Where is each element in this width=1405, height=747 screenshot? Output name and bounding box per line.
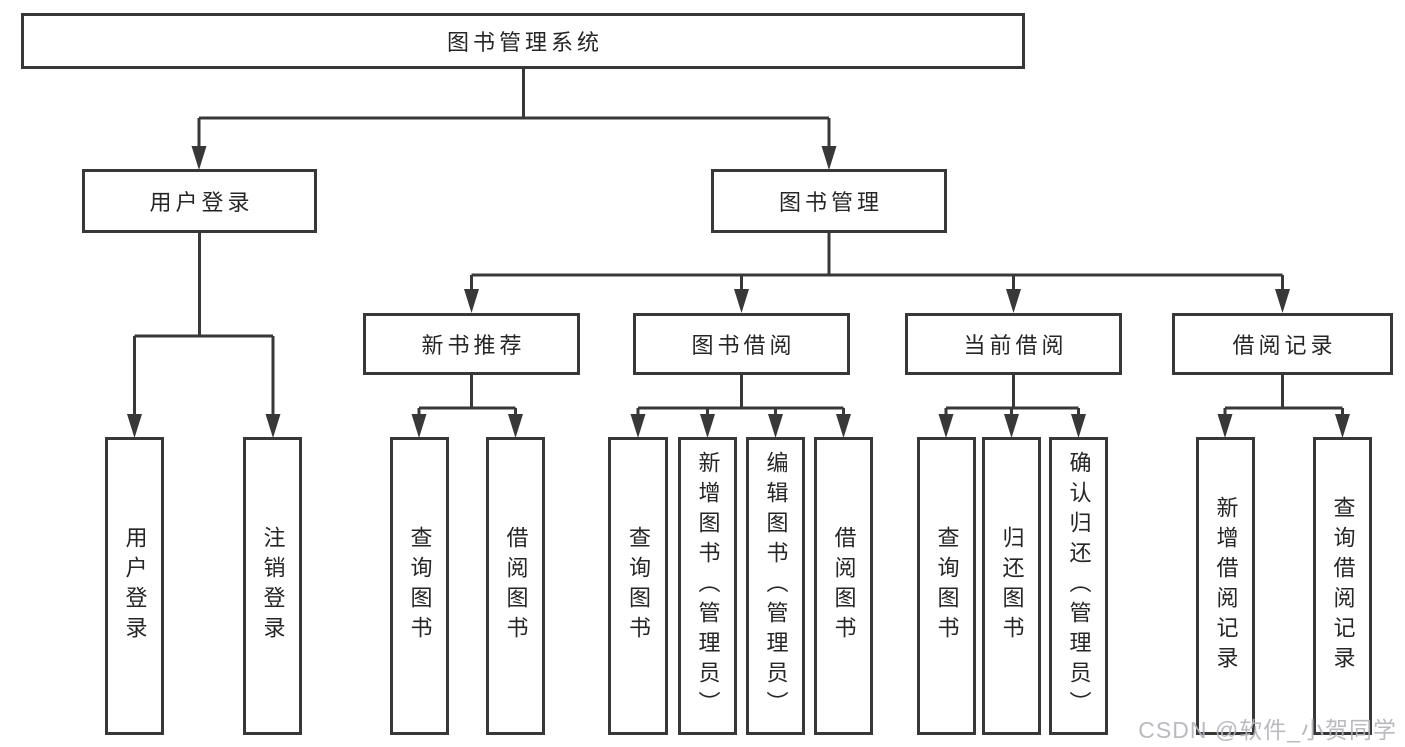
watermark-text: CSDN @软件_小贺同学 <box>1138 717 1397 743</box>
leaf-current-query-label: 查询图书 <box>934 526 960 646</box>
node-user-login-label: 用户登录 <box>149 190 254 215</box>
node-book-borrow-label: 图书借阅 <box>691 333 796 358</box>
leaf-borrow-query: 查询图书 <box>608 437 668 735</box>
root-connectors <box>191 69 837 170</box>
node-new-book-recommend: 新书推荐 <box>363 313 580 375</box>
book-borrow-connectors <box>630 375 851 438</box>
node-root-label: 图书管理系统 <box>446 30 603 55</box>
leaf-logout-label: 注销登录 <box>260 526 286 646</box>
node-book-management-label: 图书管理 <box>778 190 883 215</box>
user-login-connectors <box>127 233 281 438</box>
node-current-borrow: 当前借阅 <box>905 313 1122 375</box>
borrow-record-connectors <box>1217 375 1350 438</box>
leaf-newbook-query: 查询图书 <box>390 437 449 735</box>
node-book-borrow: 图书借阅 <box>633 313 850 375</box>
leaf-record-query: 查询借阅记录 <box>1313 437 1372 735</box>
current-borrow-connectors <box>938 375 1086 438</box>
node-book-management: 图书管理 <box>711 169 947 233</box>
leaf-borrow-query-label: 查询图书 <box>626 526 651 646</box>
node-current-borrow-label: 当前借阅 <box>963 333 1068 358</box>
leaf-borrow-book: 借阅图书 <box>814 437 873 735</box>
node-root: 图书管理系统 <box>21 13 1025 69</box>
leaf-borrow-edit-admin: 编辑图书（管理员） <box>746 437 805 735</box>
leaf-current-query: 查询图书 <box>917 437 976 735</box>
leaf-record-add: 新增借阅记录 <box>1196 437 1255 735</box>
leaf-return-book-label: 归还图书 <box>999 526 1025 646</box>
leaf-borrow-add-admin-label: 新增图书（管理员） <box>695 451 721 721</box>
new-book-connectors <box>411 375 523 438</box>
leaf-borrow-add-admin: 新增图书（管理员） <box>678 437 737 735</box>
leaf-confirm-return-admin-label: 确认归还（管理员） <box>1066 451 1092 721</box>
leaf-confirm-return-admin: 确认归还（管理员） <box>1049 437 1108 735</box>
node-borrow-record-label: 借阅记录 <box>1232 333 1337 358</box>
leaf-newbook-borrow: 借阅图书 <box>486 437 545 735</box>
node-new-book-recommend-label: 新书推荐 <box>421 333 526 358</box>
leaf-newbook-query-label: 查询图书 <box>407 526 433 646</box>
leaf-record-query-label: 查询借阅记录 <box>1330 496 1356 676</box>
book-management-connectors <box>464 233 1290 313</box>
node-borrow-record: 借阅记录 <box>1172 313 1393 375</box>
leaf-user-login-label: 用户登录 <box>122 526 148 646</box>
leaf-borrow-edit-admin-label: 编辑图书（管理员） <box>763 451 789 721</box>
leaf-borrow-book-label: 借阅图书 <box>831 526 857 646</box>
leaf-return-book: 归还图书 <box>982 437 1041 735</box>
node-user-login: 用户登录 <box>82 169 317 233</box>
leaf-record-add-label: 新增借阅记录 <box>1213 496 1239 676</box>
leaf-logout: 注销登录 <box>243 437 302 735</box>
leaf-newbook-borrow-label: 借阅图书 <box>503 526 529 646</box>
leaf-user-login: 用户登录 <box>105 437 164 735</box>
